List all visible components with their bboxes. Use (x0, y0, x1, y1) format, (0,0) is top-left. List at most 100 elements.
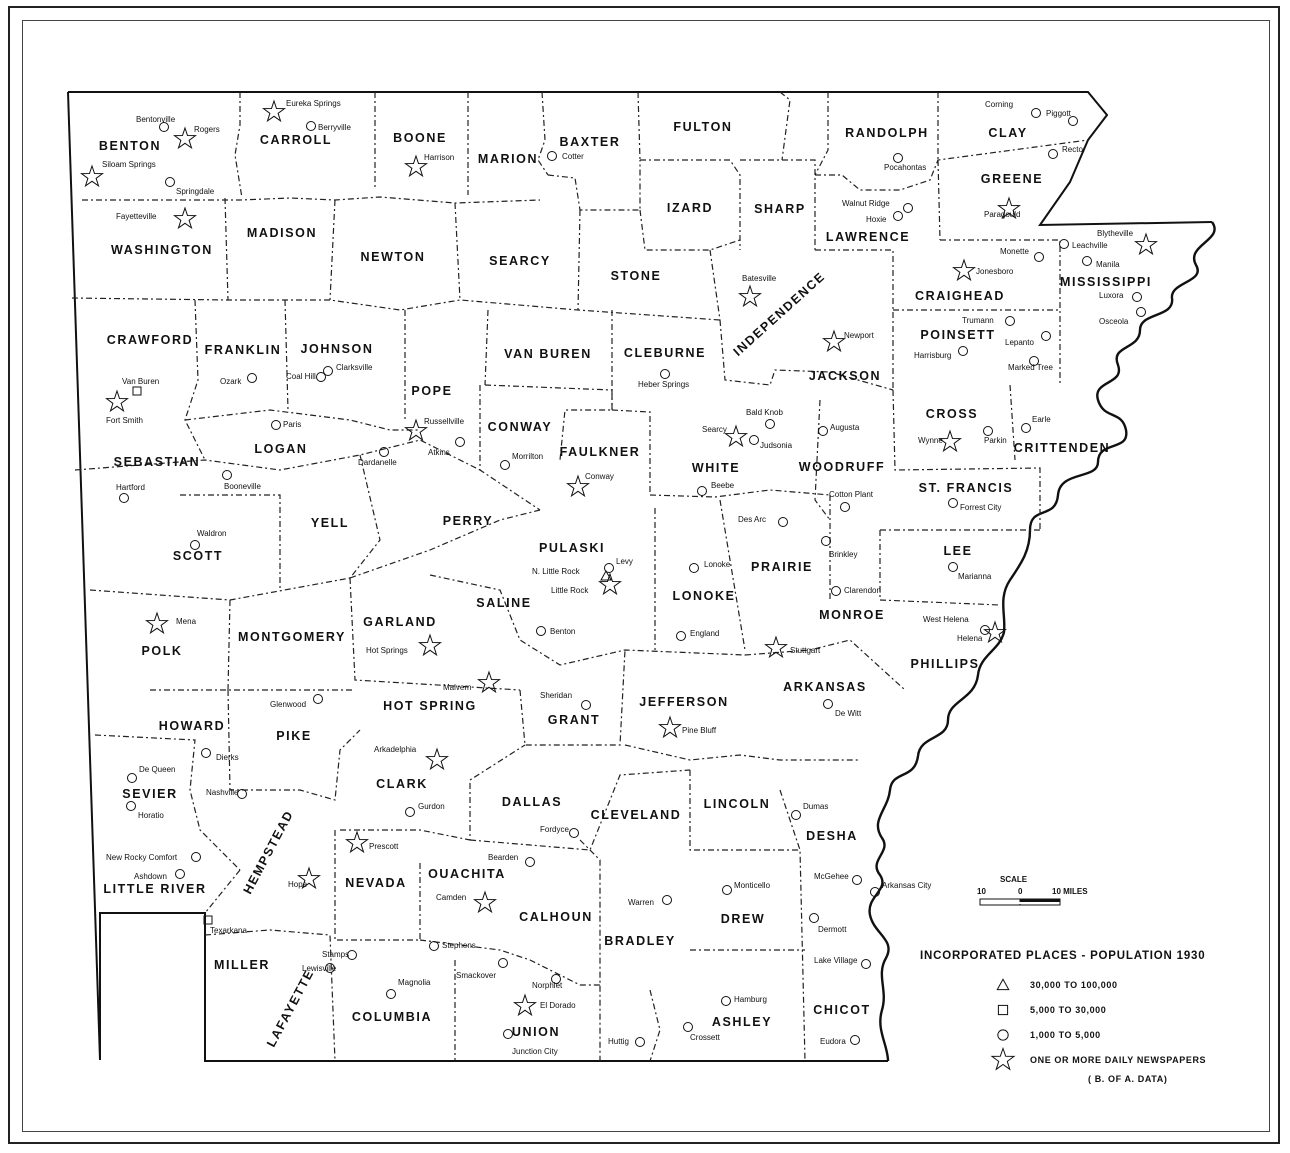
town-circle-icon (247, 373, 257, 383)
county-label: SEARCY (489, 254, 551, 268)
place-marker: Walnut Ridge (842, 199, 913, 213)
town-circle-icon (175, 869, 185, 879)
place-label: Benton (550, 627, 575, 636)
place-label: Lewisville (302, 964, 337, 973)
town-circle-icon (997, 1029, 1009, 1041)
town-circle-icon (983, 426, 993, 436)
place-marker: Ozark (220, 373, 257, 386)
town-circle-icon (809, 913, 819, 923)
place-label: Mena (176, 617, 197, 626)
town-circle-icon (581, 700, 591, 710)
place-label: Trumann (962, 316, 994, 325)
place-label: Malvern (443, 683, 471, 692)
newspaper-star-icon (1133, 232, 1159, 256)
place-marker: Huttig (608, 1037, 645, 1047)
place-marker: Marked Tree (1008, 356, 1053, 372)
place-label: Camden (436, 893, 466, 902)
county-label: SHARP (754, 202, 806, 216)
place-label: Hope (288, 880, 308, 889)
place-marker: Sheridan (540, 691, 591, 710)
place-marker: De Queen (127, 765, 175, 783)
place-marker: Newport (821, 329, 875, 353)
town-circle-icon (1068, 116, 1078, 126)
place-label: Corning (985, 100, 1013, 109)
town-circle-icon (159, 122, 169, 132)
place-label: Siloam Springs (102, 160, 156, 169)
county-label: MARION (478, 152, 538, 166)
place-marker: Clarksville (323, 363, 373, 376)
place-label: Fort Smith (106, 416, 143, 425)
town-circle-icon (127, 773, 137, 783)
legend-item-label: 1,000 TO 5,000 (1030, 1030, 1101, 1040)
town-circle-icon (191, 852, 201, 862)
place-marker: Cotton Plant (829, 490, 874, 512)
place-marker: Berryville (306, 121, 351, 132)
place-marker: Trumann (962, 316, 1015, 326)
town-circle-icon (1136, 307, 1146, 317)
county-label: JACKSON (809, 369, 881, 383)
place-marker: Fort Smith (104, 389, 143, 425)
county-label: COLUMBIA (352, 1010, 432, 1024)
place-marker: Hope (288, 866, 322, 890)
county-label: PIKE (276, 729, 312, 743)
county-label: ST. FRANCIS (919, 481, 1014, 495)
place-label: Lepanto (1005, 338, 1034, 347)
map-outer-border (8, 6, 1280, 1144)
town-circle-icon (498, 958, 508, 968)
place-label: Harrisburg (914, 351, 951, 360)
place-label: Searcy (702, 425, 727, 434)
town-circle-icon (821, 536, 831, 546)
place-label: Arkansas City (882, 881, 931, 890)
city-square-icon (203, 915, 213, 925)
county-label: MONTGOMERY (238, 630, 346, 644)
town-circle-icon (547, 151, 557, 161)
place-label: Junction City (512, 1047, 558, 1056)
town-circle-icon (1034, 252, 1044, 262)
county-label: CRAWFORD (107, 333, 193, 347)
town-circle-icon (455, 437, 465, 447)
place-marker: Monette (1000, 247, 1044, 262)
place-label: Clarksville (336, 363, 373, 372)
map-inner-border (22, 20, 1270, 1132)
place-marker: Arkadelphia (374, 745, 450, 771)
place-marker: Camden (436, 890, 498, 914)
place-marker: Paris (271, 420, 301, 430)
county-label: NEVADA (345, 876, 406, 890)
county-label: SEBASTIAN (114, 455, 201, 469)
place-label: Lonoke (704, 560, 731, 569)
place-marker: West Helena (923, 615, 990, 635)
place-marker: Crossett (683, 1022, 721, 1042)
county-label: MISSISSIPPI (1060, 275, 1152, 289)
place-label: Dermott (818, 925, 847, 934)
place-marker: Hoxie (866, 211, 903, 224)
town-circle-icon (536, 626, 546, 636)
county-label: OUACHITA (428, 867, 506, 881)
town-circle-icon (569, 828, 579, 838)
place-marker: Bearden (488, 853, 535, 867)
place-label: West Helena (923, 615, 969, 624)
newspaper-star-icon (565, 474, 591, 498)
place-marker: Malvern (443, 670, 502, 694)
place-label: Newport (844, 331, 875, 340)
town-circle-icon (313, 694, 323, 704)
place-label: Paris (283, 420, 301, 429)
newspaper-star-icon (172, 126, 198, 150)
place-marker: Russellville (403, 417, 465, 442)
place-label: Pine Bluff (682, 726, 717, 735)
place-label: Dardanelle (358, 458, 397, 467)
place-label: Smackover (456, 971, 496, 980)
place-marker: Stamps (322, 950, 357, 960)
place-label: Hot Springs (366, 646, 408, 655)
county-label: ARKANSAS (783, 680, 867, 694)
county-label: MONROE (819, 608, 885, 622)
newspaper-star-icon (172, 206, 198, 230)
county-label: PULASKI (539, 541, 605, 555)
place-marker: Blytheville (1097, 229, 1159, 256)
newspaper-star-icon (344, 830, 370, 854)
town-circle-icon (604, 563, 614, 573)
place-marker: Atkins (428, 437, 465, 457)
newspaper-star-icon (512, 993, 538, 1017)
town-circle-icon (500, 460, 510, 470)
county-label: LAFAYETTE (264, 967, 317, 1050)
town-circle-icon (722, 885, 732, 895)
